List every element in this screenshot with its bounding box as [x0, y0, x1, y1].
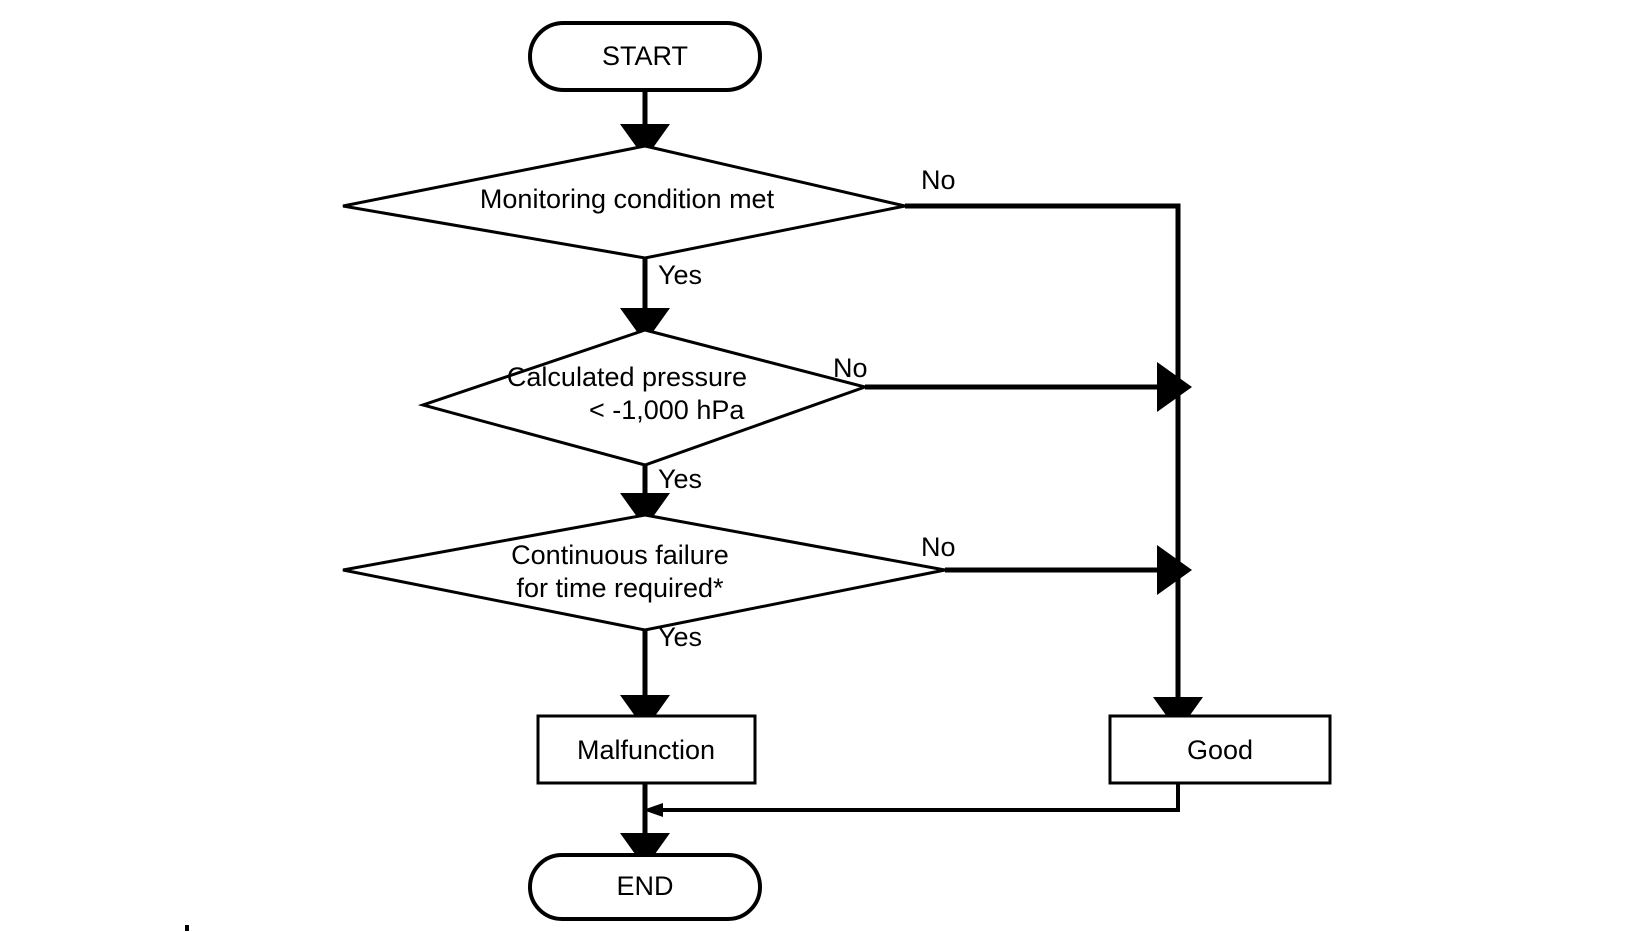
node-decision-continuous-failure[interactable]: Continuous failure for time required* — [342, 513, 946, 632]
edge-label-yes-2: Yes — [658, 464, 702, 494]
page-speck — [185, 925, 189, 931]
decision3-label-line2: for time required* — [516, 573, 724, 603]
edge-decision1-no-to-rail — [905, 203, 1181, 712]
node-start[interactable]: START — [528, 21, 762, 92]
decision1-shape — [342, 144, 906, 260]
end-label: END — [616, 871, 673, 901]
edge-label-no-3: No — [921, 532, 956, 562]
end-shape — [528, 853, 762, 921]
edge-good-to-merge — [656, 783, 1180, 812]
node-good[interactable]: Good — [1108, 714, 1332, 785]
good-shape — [1108, 714, 1332, 785]
decision3-label-line1: Continuous failure — [511, 540, 729, 570]
node-end[interactable]: END — [528, 853, 762, 921]
node-malfunction[interactable]: Malfunction — [536, 714, 757, 785]
malfunction-shape — [536, 714, 757, 785]
decision2-shape — [417, 328, 871, 467]
node-decision-monitoring-condition[interactable]: Monitoring condition met — [342, 144, 906, 260]
node-decision-calculated-pressure[interactable]: Calculated pressure < -1,000 hPa — [417, 328, 871, 467]
decision2-label-line1: Calculated pressure — [507, 362, 747, 392]
edge-label-no-1: No — [921, 165, 956, 195]
decision1-label: Monitoring condition met — [480, 184, 775, 214]
edge-label-yes-3: Yes — [658, 622, 702, 652]
start-label: START — [602, 41, 688, 71]
merge-arrowhead-icon — [643, 803, 663, 817]
start-shape — [528, 21, 762, 92]
malfunction-label: Malfunction — [577, 735, 715, 765]
edge-label-yes-1: Yes — [658, 260, 702, 290]
connector-layer — [620, 90, 1203, 868]
decision2-label-line2: < -1,000 hPa — [589, 395, 745, 425]
edge-label-no-2: No — [833, 353, 868, 383]
good-label: Good — [1187, 735, 1253, 765]
edge-label-layer: No Yes No Yes No Yes — [658, 165, 956, 652]
decision3-shape — [342, 513, 946, 632]
